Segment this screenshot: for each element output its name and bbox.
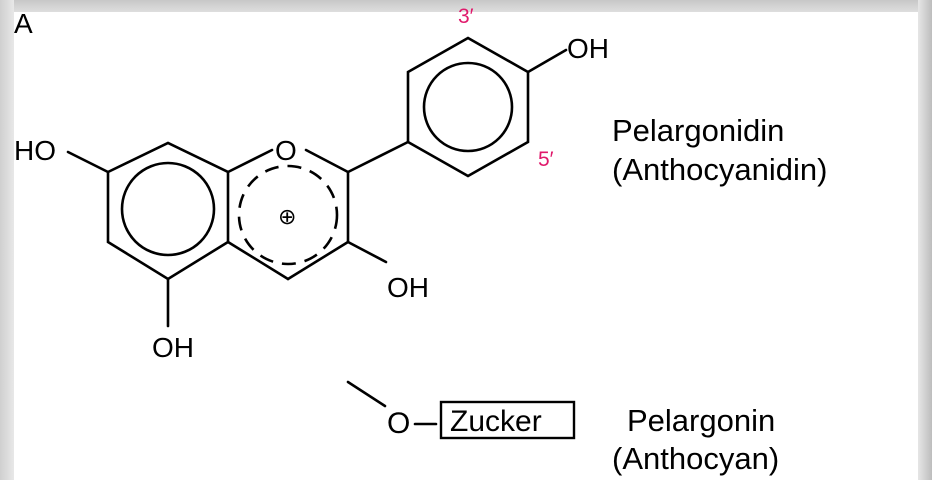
positive-charge-icon: ⊕	[278, 204, 296, 229]
pelargonidin-label: Pelargonidin	[612, 113, 784, 148]
a-ring	[106, 141, 230, 281]
slide-frame-left	[0, 0, 14, 480]
b-ring	[346, 36, 568, 178]
anthocyanidin-label: (Anthocyanidin)	[612, 152, 827, 187]
c-ring	[226, 148, 350, 281]
sugar-box	[439, 400, 576, 440]
panel-label: A	[14, 8, 33, 39]
slide-frame-right	[918, 0, 932, 480]
oh-3-label: OH	[387, 272, 429, 303]
a-ring-aromatic-circle	[120, 161, 216, 257]
sugar-label: Zucker	[450, 405, 542, 438]
position-5prime-label: 5′	[538, 148, 554, 171]
ho-7-label: HO	[14, 135, 56, 166]
b-ring-aromatic-circle	[422, 61, 514, 153]
anthocyan-label: (Anthocyan)	[612, 441, 779, 476]
oh-4prime-label: OH	[567, 33, 609, 64]
position-3prime-label: 3′	[458, 5, 474, 28]
pelargonin-label: Pelargonin	[627, 403, 775, 438]
glycoside-substituent: O Zucker	[346, 380, 576, 440]
bond-7-oh	[66, 150, 110, 174]
glycoside-oxygen-label: O	[387, 407, 410, 440]
ring-oxygen-label: O	[275, 135, 297, 166]
bond-3-oh	[346, 240, 388, 264]
c-ring-delocalized-circle	[237, 164, 339, 266]
oh-5-label: OH	[152, 332, 194, 363]
